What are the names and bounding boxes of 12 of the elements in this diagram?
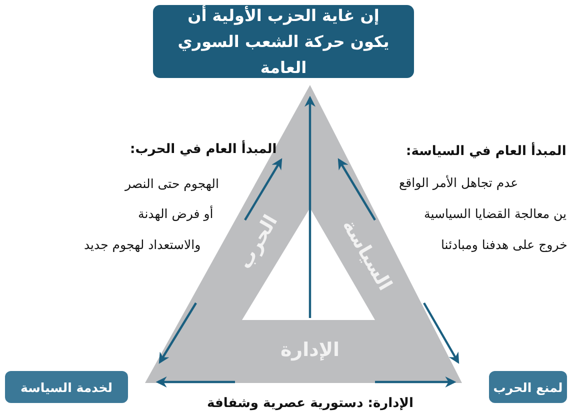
heading: المبدأ العام في السياسة: — [406, 144, 566, 160]
list-item: أو فرض الهدنة — [138, 206, 214, 220]
list-item: ين معالجة القضايا السياسية — [424, 206, 567, 220]
list-item: عدم تجاهل الأمر الواقع — [399, 174, 518, 190]
list-item: والاستعداد لهجوم جديد — [84, 236, 201, 252]
heading: المبدأ العام في الحرب: — [130, 142, 277, 158]
label-box: لمنع الحرب — [489, 371, 567, 403]
list-item: الهجوم حتى النصر — [125, 176, 219, 190]
list-item: خروج على هدفنا ومبادئنا — [441, 236, 568, 252]
label-box: لخدمة السياسة — [5, 371, 128, 403]
title-box: إن غاية الحزب الأولية أن يكون حركة الشعب السوري العامة — [153, 5, 414, 78]
heading: الإدارة: دستورية عصرية وشفافة — [207, 396, 414, 412]
